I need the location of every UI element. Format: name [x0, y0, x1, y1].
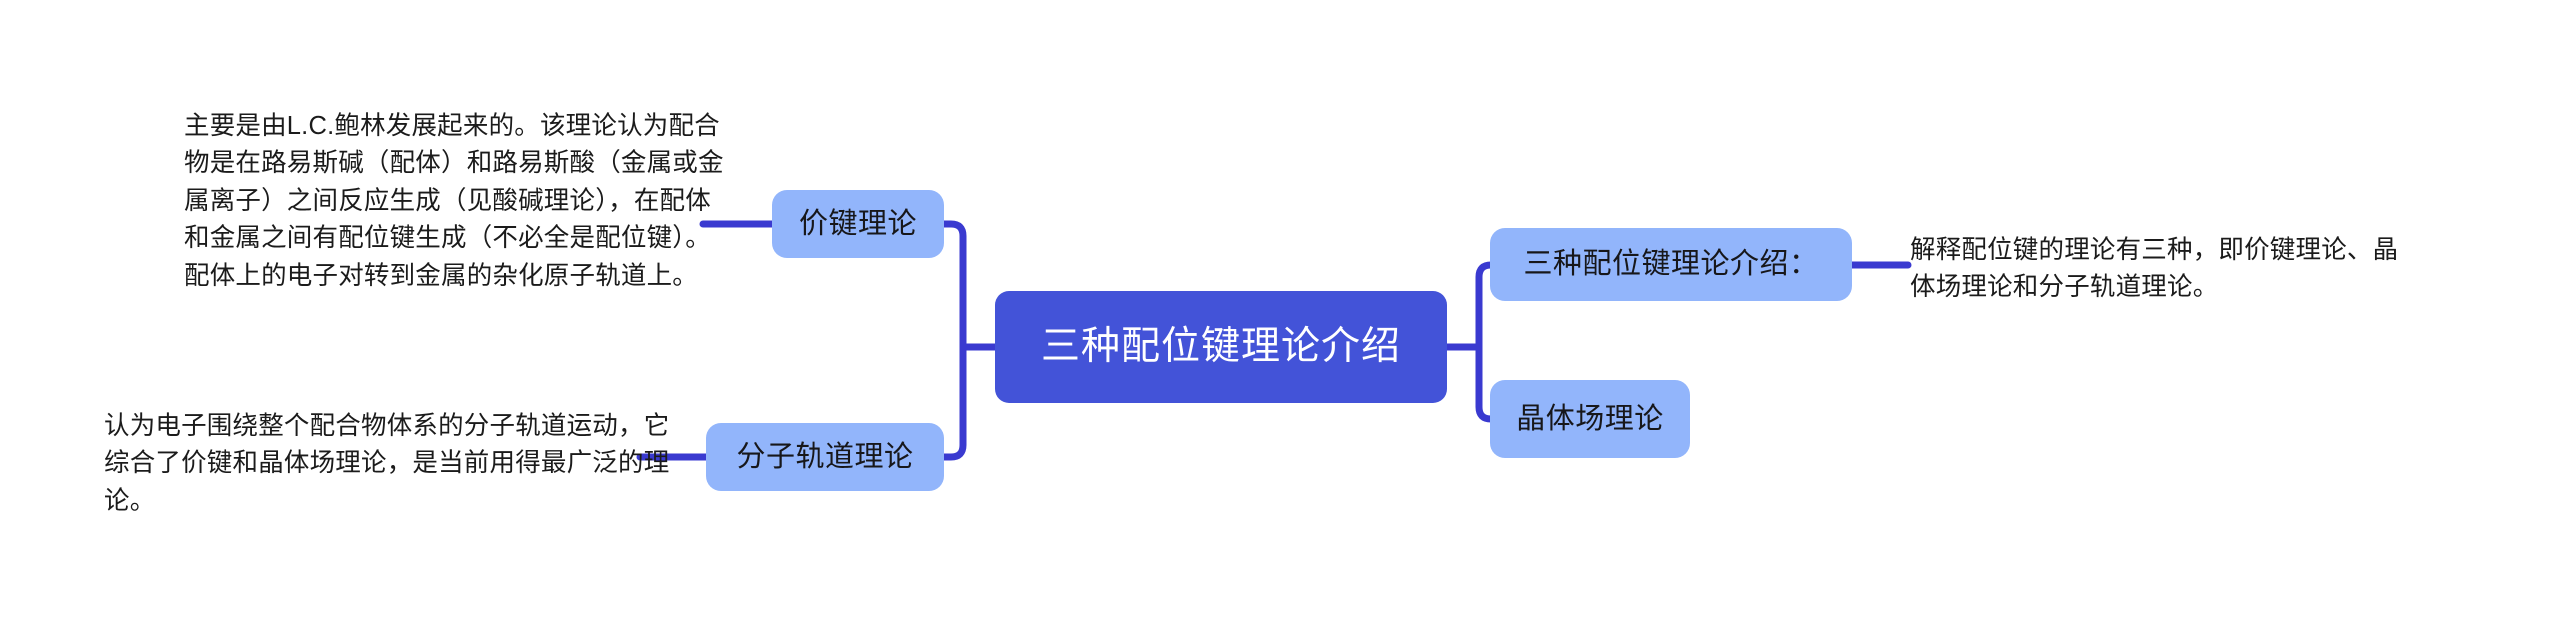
node-crystal-field-theory[interactable]: 晶体场理论	[1490, 380, 1690, 458]
node-molecular-orbital-theory-label: 分子轨道理论	[736, 440, 914, 473]
node-crystal-field-theory-label: 晶体场理论	[1516, 402, 1664, 435]
note-molecular-orbital-theory: 认为电子围绕整个配合物体系的分子轨道运动，它综合了价键和晶体场理论，是当前用得最…	[104, 412, 670, 515]
connector-left-spine-lower	[940, 343, 967, 461]
node-root-topic[interactable]: 三种配位键理论介绍	[995, 291, 1447, 403]
note-three-theories-intro: 解释配位键的理论有三种，即价键理论、晶体场理论和分子轨道理论。	[1910, 236, 2399, 302]
node-three-coordination-bond-theories[interactable]: 三种配位键理论介绍：	[1490, 228, 1852, 301]
node-molecular-orbital-theory[interactable]: 分子轨道理论	[706, 423, 944, 491]
node-three-coordination-bond-theories-label: 三种配位键理论介绍：	[1523, 248, 1819, 281]
node-valence-bond-theory-label: 价键理论	[798, 207, 917, 240]
connector-left-spine	[940, 220, 967, 351]
note-valence-bond-theory: 主要是由L.C.鲍林发展起来的。该理论认为配合物是在路易斯碱（配体）和路易斯酸（…	[184, 112, 724, 290]
node-root-topic-label: 三种配位键理论介绍	[1040, 324, 1401, 368]
node-valence-bond-theory[interactable]: 价键理论	[772, 190, 944, 258]
